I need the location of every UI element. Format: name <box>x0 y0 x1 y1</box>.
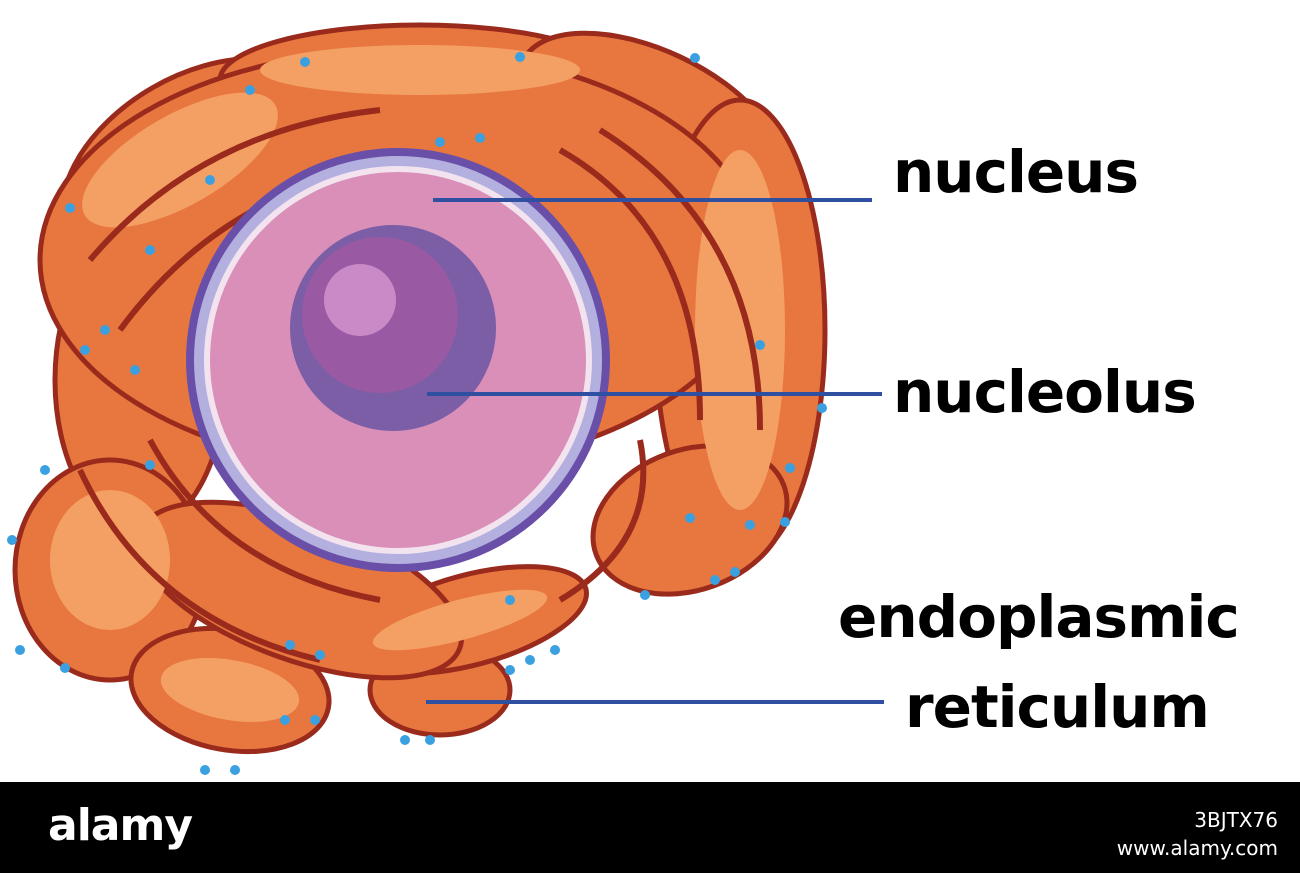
leader-lines <box>426 198 884 704</box>
label-reticulum: reticulum <box>905 673 1210 741</box>
ribosome-dots <box>7 52 827 775</box>
label-nucleolus: nucleolus <box>893 358 1197 426</box>
label-endoplasmic: endoplasmic <box>838 583 1240 651</box>
site-url: www.alamy.com <box>1116 836 1278 860</box>
watermark-footer: alamy 3BJTX76 www.alamy.com <box>0 782 1300 873</box>
label-nucleus: nucleus <box>893 138 1139 206</box>
brand-logo: alamy <box>48 800 193 851</box>
cell-diagram <box>7 22 884 775</box>
image-id: 3BJTX76 <box>1194 808 1278 832</box>
nucleolus-shape <box>290 225 496 431</box>
